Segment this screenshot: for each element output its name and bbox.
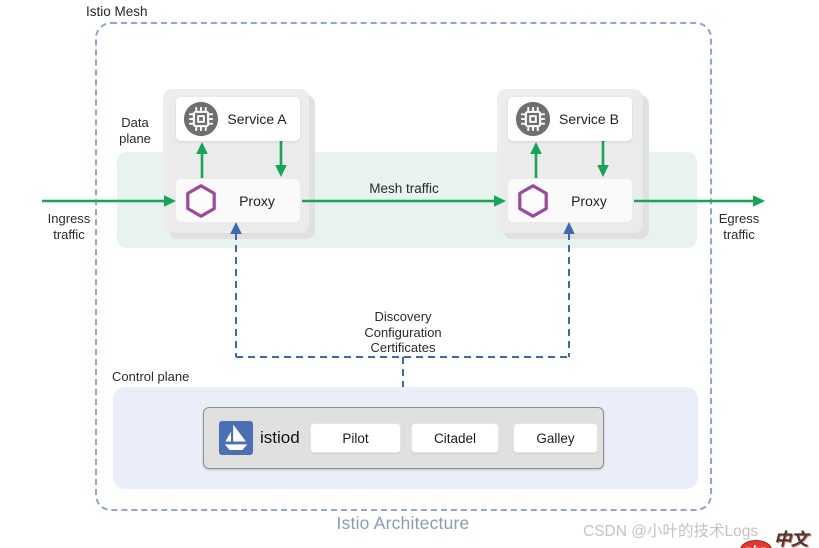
istiod-component-galley: Galley (513, 423, 598, 453)
service-b-label: Service B (559, 111, 619, 127)
microchip-icon (182, 100, 220, 138)
diagram-caption: Istio Architecture (336, 513, 470, 533)
proxy-a-label: Proxy (239, 192, 275, 209)
php-site-name: 中文网 (774, 530, 808, 548)
istiod-label: istiod (260, 428, 300, 447)
istiod-component-pilot: Pilot (310, 423, 401, 453)
control-link-label: Discovery Configuration Certificates (328, 309, 478, 356)
service-a-label: Service A (227, 111, 287, 127)
php-site-logo: php 中文网 (740, 525, 819, 548)
csdn-watermark: CSDN @小叶的技术Logs (583, 523, 759, 540)
mesh-traffic-label: Mesh traffic (369, 181, 439, 196)
proxy-a-node: Proxy (176, 179, 300, 222)
microchip-icon (514, 100, 552, 138)
proxy-b-node: Proxy (508, 179, 632, 222)
control-link-line: Configuration (364, 324, 442, 340)
php-badge-icon: php (740, 540, 772, 548)
service-b-node: Service B (508, 97, 632, 141)
proxy-b-label: Proxy (571, 192, 607, 209)
data-plane-label: Data plane (119, 115, 151, 146)
istio-mesh-label: Istio Mesh (86, 4, 148, 19)
control-plane-label: Control plane (112, 369, 190, 384)
control-link-line: Discovery (374, 309, 432, 324)
istio-sailboat-logo (219, 421, 253, 455)
istiod-node: istiod Pilot Citadel Galley (203, 407, 604, 469)
control-link-line: Certificates (370, 340, 436, 355)
hexagon-icon (182, 182, 220, 220)
ingress-traffic-label: Ingress traffic (47, 211, 91, 242)
egress-traffic-label: Egress traffic (718, 211, 760, 242)
service-a-node: Service A (176, 97, 300, 141)
istio-mesh-boundary (95, 22, 712, 511)
hexagon-icon (514, 182, 552, 220)
istiod-component-citadel: Citadel (411, 423, 499, 453)
